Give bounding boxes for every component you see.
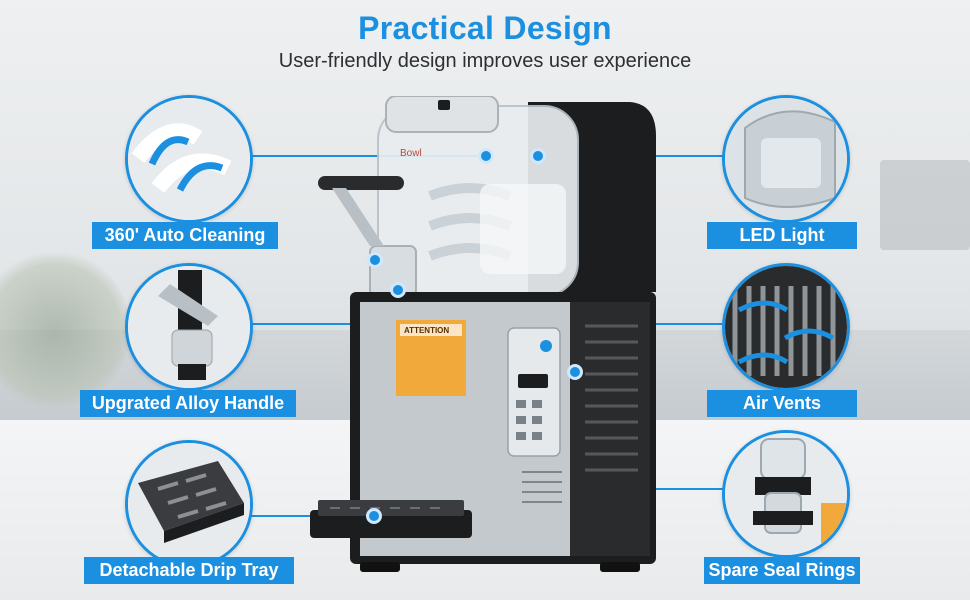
warning-label-text: ATTENTION (404, 326, 449, 335)
marker-seal-rings (390, 282, 406, 298)
marker-auto-cleaning (478, 148, 494, 164)
page-title: Practical Design (358, 10, 612, 46)
line-auto-cleaning (250, 155, 486, 157)
display-screen (518, 374, 548, 388)
background-microwave (880, 160, 970, 250)
air-vents-label: Air Vents (707, 390, 857, 417)
tap-handle-top (318, 176, 404, 190)
lid-knob (438, 100, 450, 110)
side-vents (585, 324, 638, 472)
side-panel (570, 302, 650, 556)
led-light-detail (722, 95, 850, 223)
auto-cleaning-label: 360' Auto Cleaning (92, 222, 278, 249)
rotation-arrows-icon (148, 136, 224, 192)
power-button (540, 340, 552, 352)
background-plant (0, 250, 130, 410)
marker-led-light (530, 148, 546, 164)
auto-cleaning-detail (125, 95, 253, 223)
air-vents-detail (722, 263, 850, 391)
page-subtitle: User-friendly design improves user exper… (278, 50, 692, 72)
bowl-label: Bowl (400, 148, 422, 159)
tap-handle-arm (332, 188, 384, 246)
marker-alloy-handle (367, 252, 383, 268)
led-light-label: LED Light (707, 222, 857, 249)
seal-rings-label: Spare Seal Rings (704, 557, 860, 584)
drip-tray (310, 510, 472, 538)
line-alloy-handle (250, 323, 376, 325)
marker-drip-tray (366, 508, 382, 524)
auger-shroud (480, 184, 566, 274)
slush-machine: Bowl ATTENTION (310, 96, 656, 572)
bowl-lid (385, 96, 499, 133)
seal-rings-detail (722, 430, 850, 558)
alloy-handle-detail (125, 263, 253, 391)
drip-tray-detail (125, 440, 253, 568)
airflow-arrows-icon (737, 300, 835, 365)
front-vents (522, 471, 562, 503)
drip-tray-label: Detachable Drip Tray (84, 557, 294, 584)
marker-air-vents (567, 364, 583, 380)
alloy-handle-label: Upgrated Alloy Handle (80, 390, 296, 417)
